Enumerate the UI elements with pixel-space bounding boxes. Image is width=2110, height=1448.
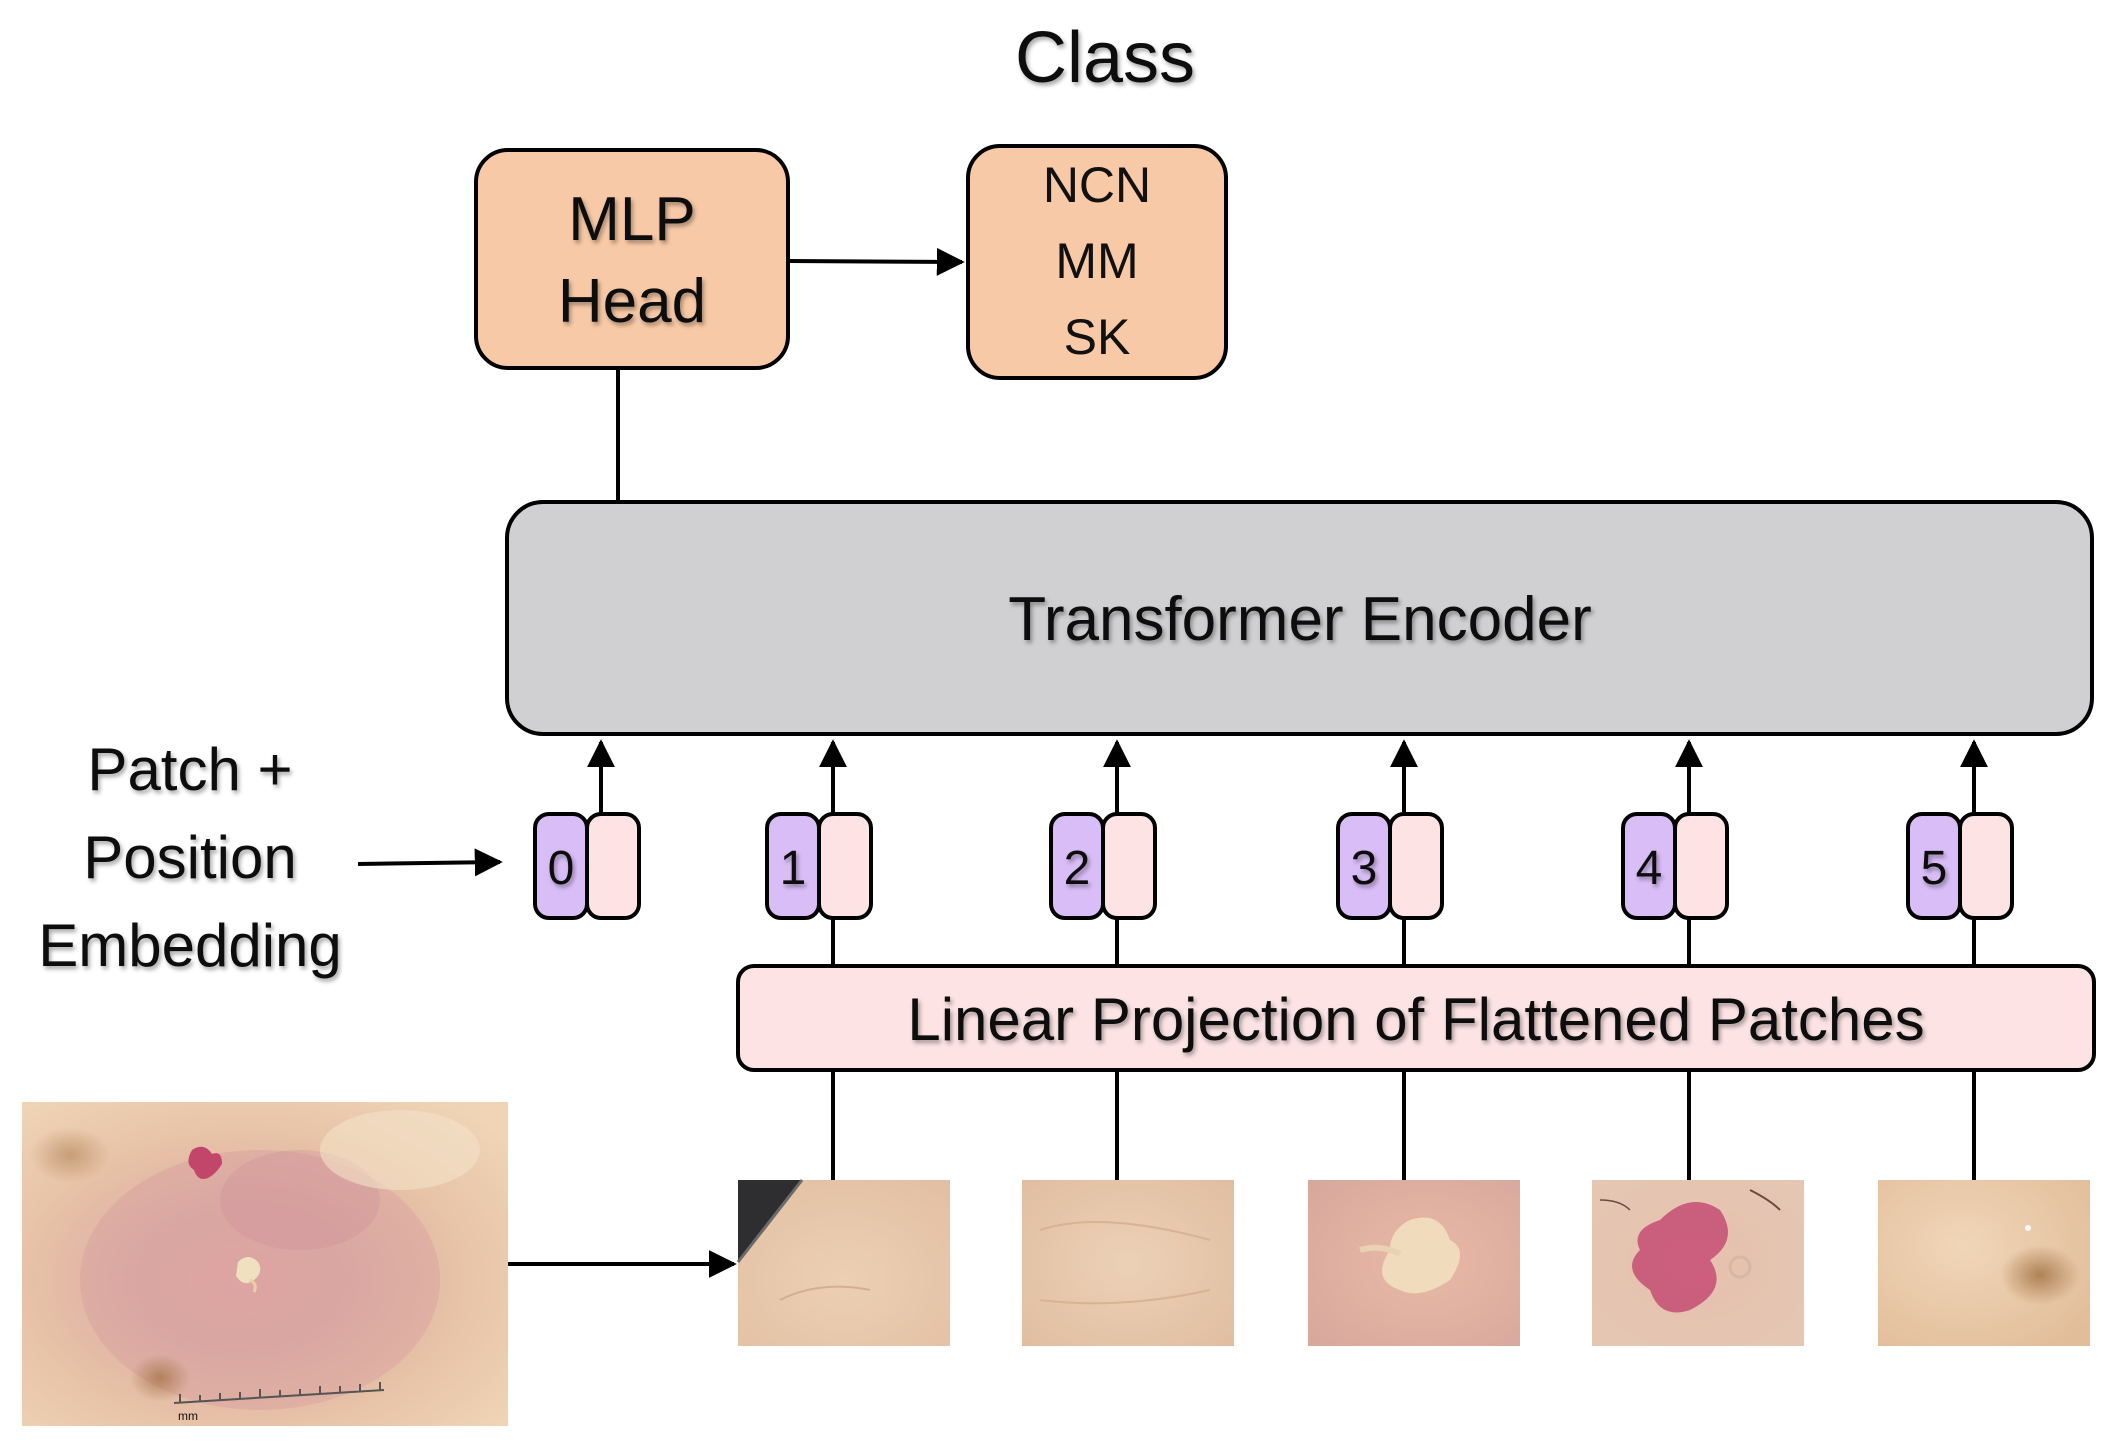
patch-image-4 [1592,1180,1804,1346]
embedding-label-arrow [357,848,503,877]
transformer-encoder-label: Transformer Encoder [1008,585,1591,654]
linear-projection-label: Linear Projection of Flattened Patches [907,986,1924,1053]
patch-image-3 [1308,1180,1520,1346]
token-1: 1 [765,739,873,920]
token-0: 0 [533,739,641,920]
class-output-block: NCN MM SK [966,144,1228,380]
token-3: 3 [1336,739,1444,920]
patch-image-1 [736,1179,950,1346]
head-to-class-arrow [787,247,965,276]
class-label-mm: MM [1055,233,1138,289]
transformer-encoder-block: Transformer Encoder [505,500,2094,736]
token-index-label: 2 [1064,842,1091,895]
token-2: 2 [1049,739,1157,920]
patch-embedding-0 [585,812,641,920]
token-index-label: 5 [1921,842,1948,895]
token-index-label: 0 [548,842,575,895]
diagram-title: Class [1015,18,1195,98]
patch-embedding-1 [817,812,873,920]
token-4: 4 [1621,739,1729,920]
patch-embedding-3 [1388,812,1444,920]
token-index-label: 3 [1351,842,1378,895]
patch-embedding-4 [1673,812,1729,920]
input-skin-image: mm [22,1102,508,1426]
mlp-head-label-line1: MLP [568,185,695,254]
linear-projection-block: Linear Projection of Flattened Patches [736,964,2096,1072]
embedding-label-line3: Embedding [38,912,342,979]
patch-embedding-2 [1101,812,1157,920]
class-label-ncn: NCN [1043,157,1151,213]
patch-embedding-5 [1958,812,2014,920]
connector-lines [831,918,1976,1180]
token-row: 0 1 2 3 4 5 [533,739,2014,920]
mlp-head-label-line2: Head [558,267,706,336]
class-label-sk: SK [1064,309,1131,365]
patch-image-2 [1022,1180,1234,1346]
mlp-head-block: MLP Head [474,148,790,370]
embedding-label-line2: Position [83,824,296,891]
patch-image-5 [1878,1180,2090,1346]
token-index-label: 1 [780,842,807,895]
image-scale-label: mm [178,1409,198,1423]
token-5: 5 [1906,739,2014,920]
token-index-label: 4 [1636,842,1663,895]
embedding-label-line1: Patch + [87,736,292,803]
embedding-label-group: Patch + Position Embedding [38,736,342,979]
